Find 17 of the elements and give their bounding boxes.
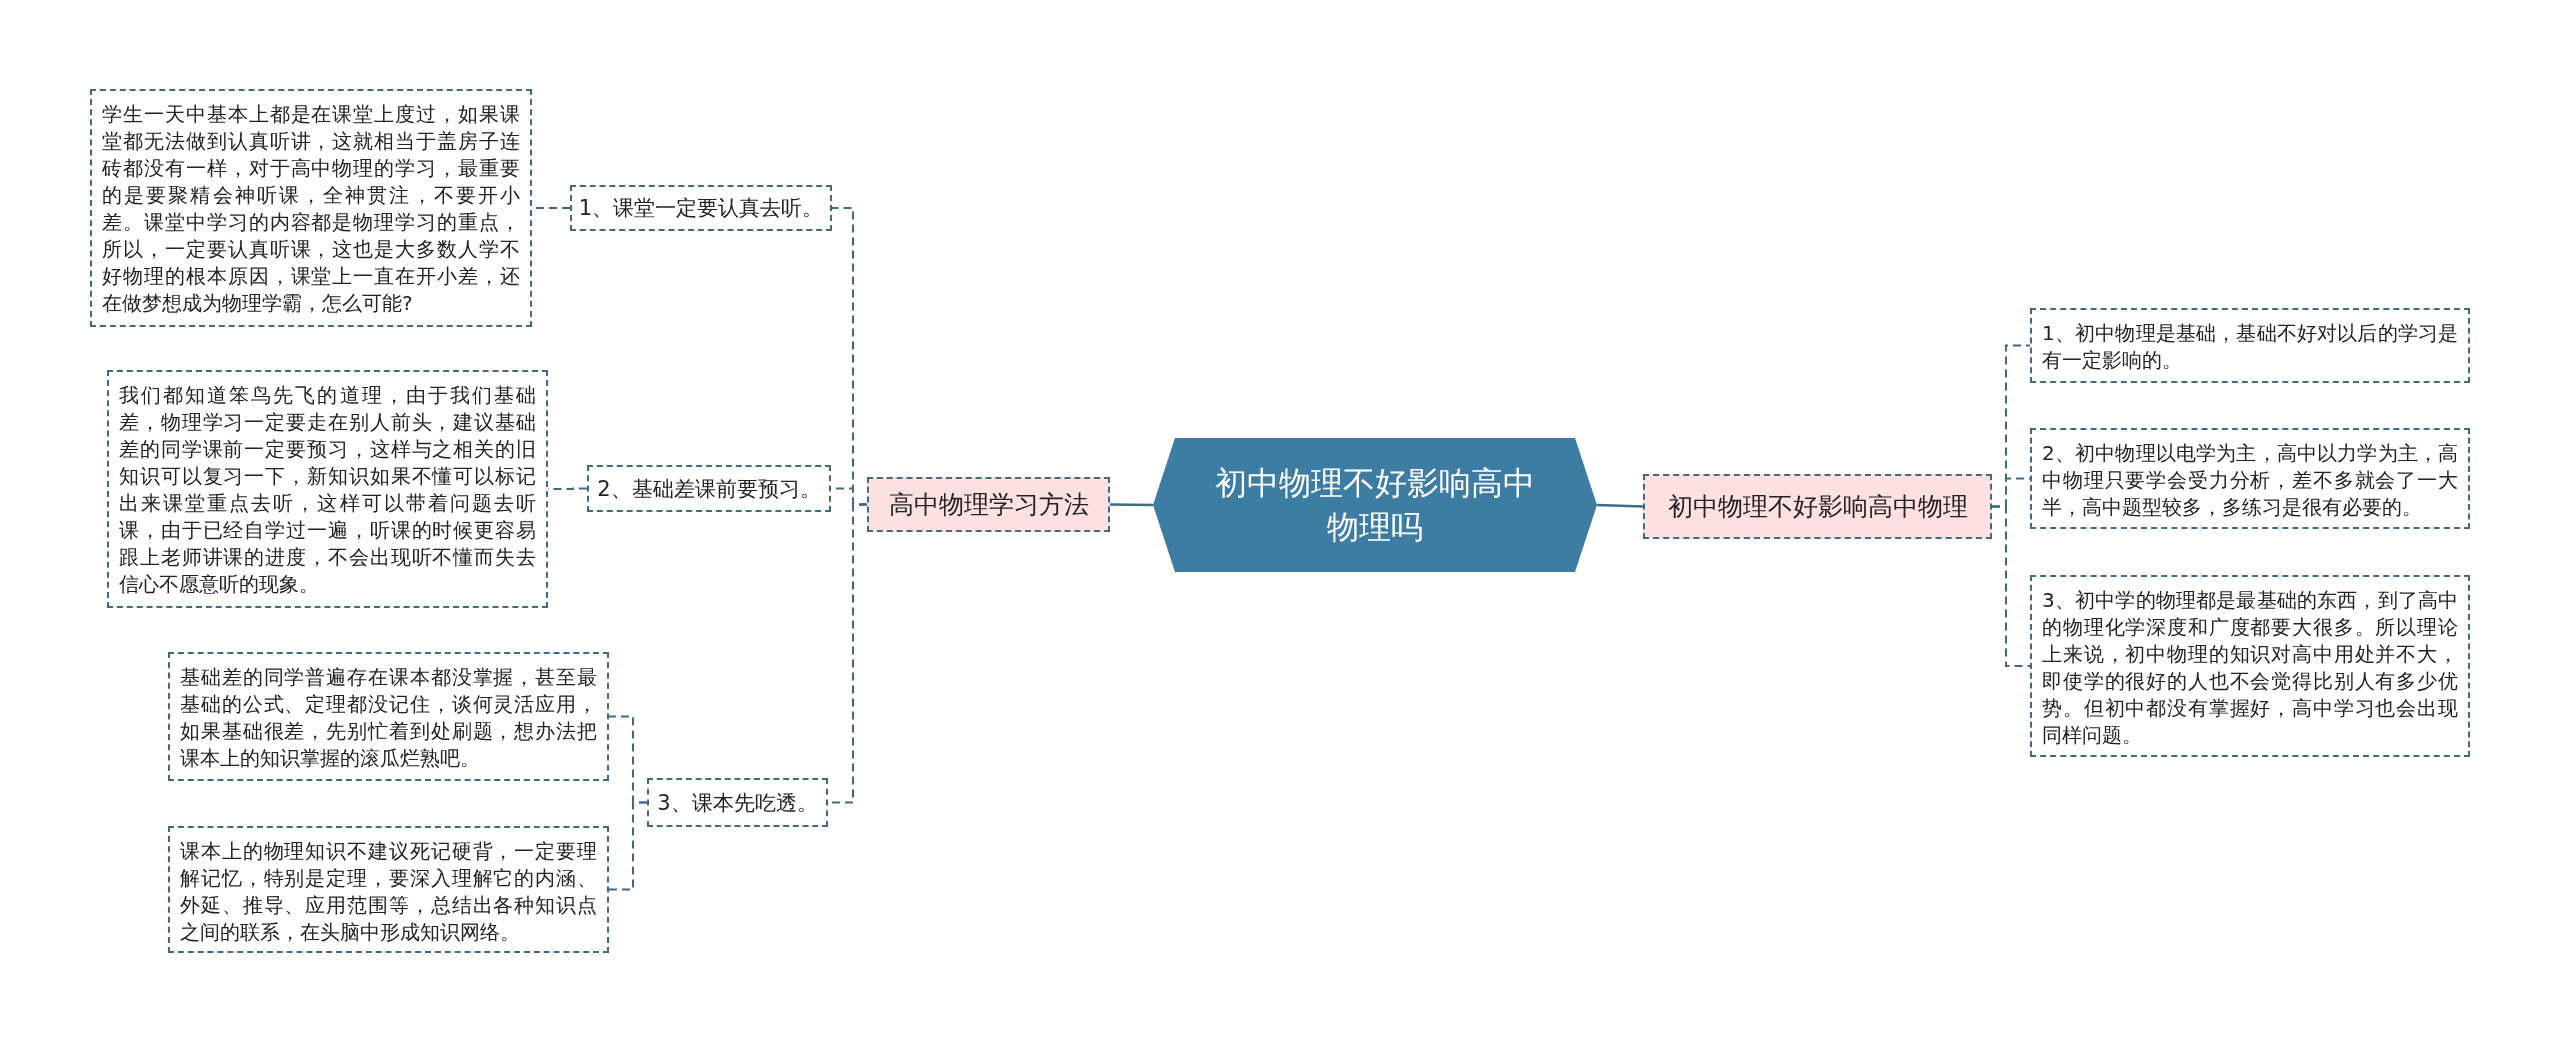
branch-box: 初中物理不好影响高中物理 bbox=[1643, 474, 1992, 539]
note-box: 学生一天中基本上都是在课堂上度过，如果课堂都无法做到认真听讲，这就相当于盖房子连砖都没有一样，对于高中物理的学习，最重要的是要聚精会神听课，全神贯注，不要开小差。课堂中学习的内容都是物理学习的重点，所以，一定要认真听课，这也是大多数人学不好物理的根本原因，课堂上一直在开小差，还在做梦想成为物理学霸，怎么可能? bbox=[90, 89, 532, 327]
connector-line bbox=[1991, 505, 2031, 667]
note-box: 课本上的物理知识不建议死记硬背，一定要理解记忆，特别是定理，要深入理解它的内涵、外延、推导、应用范围等，总结出各种知识点之间的联系，在头脑中形成知识网络。 bbox=[168, 826, 609, 953]
subtopic-box: 3、课本先吃透。 bbox=[647, 778, 828, 827]
connector-line bbox=[1110, 503, 1153, 507]
subtopic-box: 2、基础差课前要预习。 bbox=[587, 465, 831, 512]
note-box: 2、初中物理以电学为主，高中以力学为主，高中物理只要学会受力分析，差不多就会了一大半，高中题型较多，多练习是很有必要的。 bbox=[2030, 428, 2470, 529]
note-box: 1、初中物理是基础，基础不好对以后的学习是有一定影响的。 bbox=[2030, 308, 2470, 383]
branch-box: 高中物理学习方法 bbox=[867, 477, 1110, 532]
central-topic-hexagon: 初中物理不好影响高中物理吗 bbox=[1153, 438, 1597, 572]
note-box: 3、初中学的物理都是最基础的东西，到了高中的物理化学深度和广度都要大很多。所以理论上来说，初中物理的知识对高中用处并不大，即使学的很好的人也不会觉得比别人有多少优势。但初中都没有掌握好，高中学习也会出现同样问题。 bbox=[2030, 575, 2470, 757]
connector-line bbox=[1596, 503, 1644, 508]
subtopic-box: 1、课堂一定要认真去听。 bbox=[570, 185, 832, 231]
note-box: 基础差的同学普遍存在课本都没掌握，甚至最基础的公式、定理都没记住，谈何灵活应用，如果基础很差，先别忙着到处刷题，想办法把课本上的知识掌握的滚瓜烂熟吧。 bbox=[168, 652, 609, 781]
note-box: 我们都知道笨鸟先飞的道理，由于我们基础差，物理学习一定要走在别人前头，建议基础差的同学课前一定要预习，这样与之相关的旧知识可以复习一下，新知识如果不懂可以标记出来课堂重点去听，这样可以带着问题去听课，由于已经自学过一遍，听课的时候更容易跟上老师讲课的进度，不会出现听不懂而失去信心不愿意听的现象。 bbox=[107, 370, 548, 608]
connector-line bbox=[608, 801, 648, 891]
